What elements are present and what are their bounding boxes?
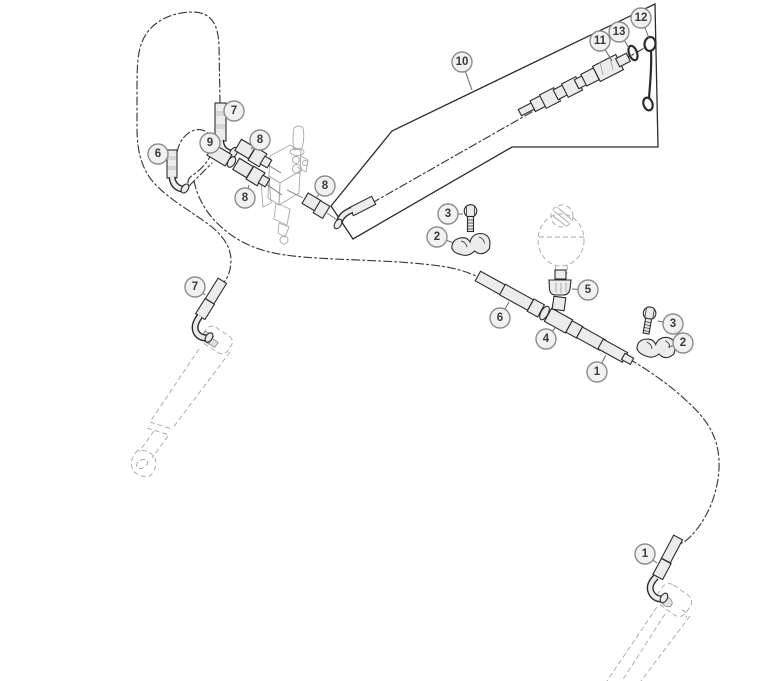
hose-1-bottom-end bbox=[646, 534, 684, 604]
fitting-8-upper bbox=[234, 138, 282, 174]
callout-balloon[interactable] bbox=[577, 279, 599, 301]
fitting-8-lower bbox=[232, 157, 283, 196]
callout-balloon[interactable] bbox=[589, 30, 611, 52]
callout-number: 2 bbox=[680, 337, 686, 349]
hose-6-tee-link bbox=[188, 162, 213, 187]
coupler-assembly bbox=[517, 52, 632, 117]
callout-number: 3 bbox=[445, 208, 451, 220]
callout-8[interactable]: 8 bbox=[249, 129, 271, 151]
callout-6[interactable]: 6 bbox=[489, 301, 511, 329]
callout-balloon[interactable] bbox=[314, 175, 336, 197]
callout-2[interactable]: 2 bbox=[426, 226, 455, 248]
callout-balloon[interactable] bbox=[437, 203, 459, 225]
callout-2[interactable]: 2 bbox=[667, 332, 694, 354]
hose-7-route bbox=[136, 11, 232, 286]
callout-number: 10 bbox=[456, 56, 469, 68]
callout-number: 3 bbox=[670, 318, 676, 330]
callout-10[interactable]: 10 bbox=[451, 51, 473, 91]
bolt-3-right bbox=[642, 306, 657, 335]
callout-number: 6 bbox=[497, 312, 503, 324]
callout-balloon[interactable] bbox=[147, 143, 169, 165]
callout-5[interactable]: 5 bbox=[571, 279, 599, 301]
callout-1[interactable]: 1 bbox=[586, 354, 608, 383]
callout-7[interactable]: 7 bbox=[223, 100, 245, 122]
hose-6-loop bbox=[176, 129, 214, 187]
detail-band bbox=[330, 2, 659, 240]
callout-balloon[interactable] bbox=[634, 543, 656, 565]
callout-8[interactable]: 8 bbox=[314, 175, 336, 199]
callout-balloon[interactable] bbox=[234, 187, 256, 209]
locking-pin-12 bbox=[642, 35, 657, 112]
bolt-3-left bbox=[463, 204, 478, 233]
callout-balloon[interactable] bbox=[426, 226, 448, 248]
callout-balloon[interactable] bbox=[451, 51, 473, 73]
callout-balloon[interactable] bbox=[535, 328, 557, 350]
fitting-8-center bbox=[286, 189, 338, 221]
middle-hose-assembly bbox=[474, 269, 635, 366]
callout-number: 7 bbox=[231, 105, 237, 117]
callout-balloon[interactable] bbox=[662, 313, 684, 335]
callout-number: 9 bbox=[207, 137, 213, 149]
callout-13[interactable]: 13 bbox=[608, 21, 630, 49]
callout-number: 11 bbox=[594, 35, 607, 47]
clamp-2-left bbox=[451, 232, 491, 256]
callout-1[interactable]: 1 bbox=[634, 543, 658, 565]
callout-12[interactable]: 12 bbox=[630, 7, 652, 39]
callout-number: 8 bbox=[242, 192, 249, 204]
callout-balloon[interactable] bbox=[586, 361, 608, 383]
callout-11[interactable]: 11 bbox=[589, 30, 613, 62]
callout-number: 5 bbox=[585, 284, 592, 296]
callout-number: 2 bbox=[434, 231, 440, 243]
callout-number: 4 bbox=[543, 333, 550, 345]
callout-number: 7 bbox=[192, 281, 198, 293]
callout-balloon[interactable] bbox=[489, 307, 511, 329]
callout-6[interactable]: 6 bbox=[147, 143, 169, 165]
callout-balloon[interactable] bbox=[184, 276, 206, 298]
callout-number: 6 bbox=[155, 148, 161, 160]
callout-4[interactable]: 4 bbox=[535, 327, 557, 350]
callout-number: 12 bbox=[635, 12, 648, 24]
callout-balloon[interactable] bbox=[672, 332, 694, 354]
callout-balloon[interactable] bbox=[249, 129, 271, 151]
callout-number: 13 bbox=[613, 26, 626, 38]
fitting-5 bbox=[548, 269, 572, 296]
hose-1-route bbox=[628, 358, 720, 545]
hose-6-route bbox=[193, 180, 479, 278]
accumulator-phantom bbox=[537, 204, 585, 276]
band-hose-end bbox=[333, 195, 377, 230]
callout-3[interactable]: 3 bbox=[657, 313, 684, 335]
callout-number: 1 bbox=[642, 548, 649, 560]
callout-number: 8 bbox=[322, 180, 329, 192]
fitting-6-elbow bbox=[166, 149, 190, 194]
callout-3[interactable]: 3 bbox=[437, 203, 463, 225]
valve-block-phantom bbox=[260, 125, 309, 245]
callout-number: 1 bbox=[594, 366, 601, 378]
callout-7[interactable]: 7 bbox=[184, 276, 206, 298]
hose-routing-lines bbox=[136, 11, 720, 545]
callout-number: 8 bbox=[257, 134, 264, 146]
callout-8[interactable]: 8 bbox=[234, 184, 256, 209]
callout-balloon[interactable] bbox=[199, 132, 221, 154]
callout-balloon[interactable] bbox=[630, 7, 652, 29]
detail-band-outline bbox=[330, 2, 659, 240]
hose-7-bottom-end bbox=[191, 277, 228, 343]
callout-balloon[interactable] bbox=[608, 21, 630, 43]
callout-9[interactable]: 9 bbox=[199, 132, 221, 154]
o-ring-13 bbox=[627, 44, 639, 62]
callout-balloon[interactable] bbox=[223, 100, 245, 122]
